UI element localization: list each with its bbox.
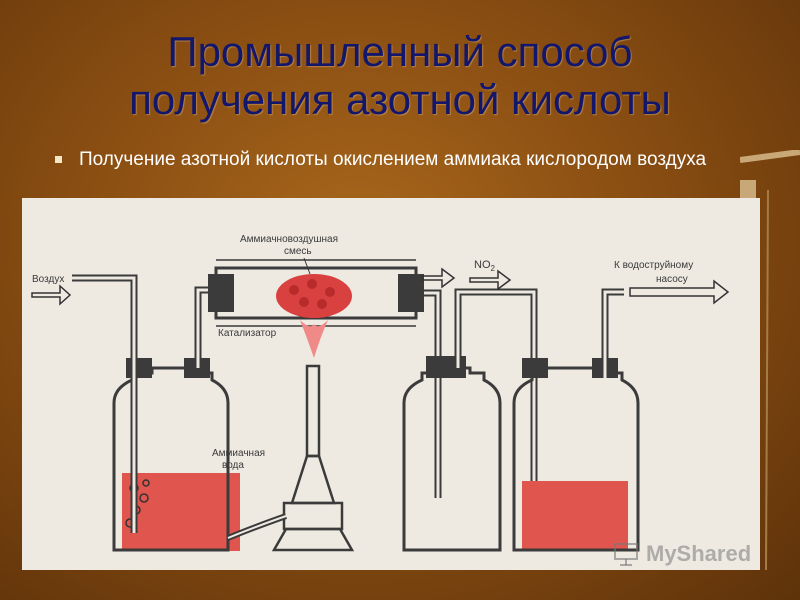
label-pump-2: насосу xyxy=(656,274,688,285)
watermark-text: MyShared xyxy=(646,541,752,566)
bottle-empty xyxy=(402,356,502,552)
label-air: Воздух xyxy=(32,274,64,285)
label-mixture-1: Аммиачновоздушная xyxy=(240,234,338,245)
burner: Аммиачная вода xyxy=(212,320,355,552)
bottle-nitric-acid xyxy=(512,358,640,552)
bullet-text: Получение азотной кислоты окислением амм… xyxy=(79,149,707,170)
apparatus-diagram: Воздух Аммиачновоздушная смесь Катализат… xyxy=(22,198,760,570)
reactor-outflow-arrow xyxy=(421,267,456,289)
slide-title: Промышленный способ получения азотной ки… xyxy=(60,28,740,124)
label-ammonia-water-1: Аммиачная xyxy=(212,448,265,459)
catalyst-mass xyxy=(276,274,352,318)
title-line-1: Промышленный способ xyxy=(167,28,633,75)
label-pump-1: К водоструйному xyxy=(614,260,693,271)
pump-arrow xyxy=(629,279,730,305)
watermark: MyShared xyxy=(612,540,751,568)
flame xyxy=(300,320,328,358)
presentation-icon xyxy=(614,543,638,566)
air-inlet-tube: Воздух xyxy=(31,274,138,533)
label-catalyst: Катализатор xyxy=(218,328,277,339)
title-line-2: получения азотной кислоты xyxy=(129,76,671,123)
label-ammonia-water-2: вода xyxy=(222,460,244,471)
label-no2: NO2 xyxy=(474,259,496,273)
reactor-tube: Аммиачновоздушная смесь Катализатор xyxy=(208,234,424,339)
label-mixture-2: смесь xyxy=(284,246,312,257)
no2-arrow xyxy=(469,269,512,291)
bullet-square-icon xyxy=(55,156,62,163)
